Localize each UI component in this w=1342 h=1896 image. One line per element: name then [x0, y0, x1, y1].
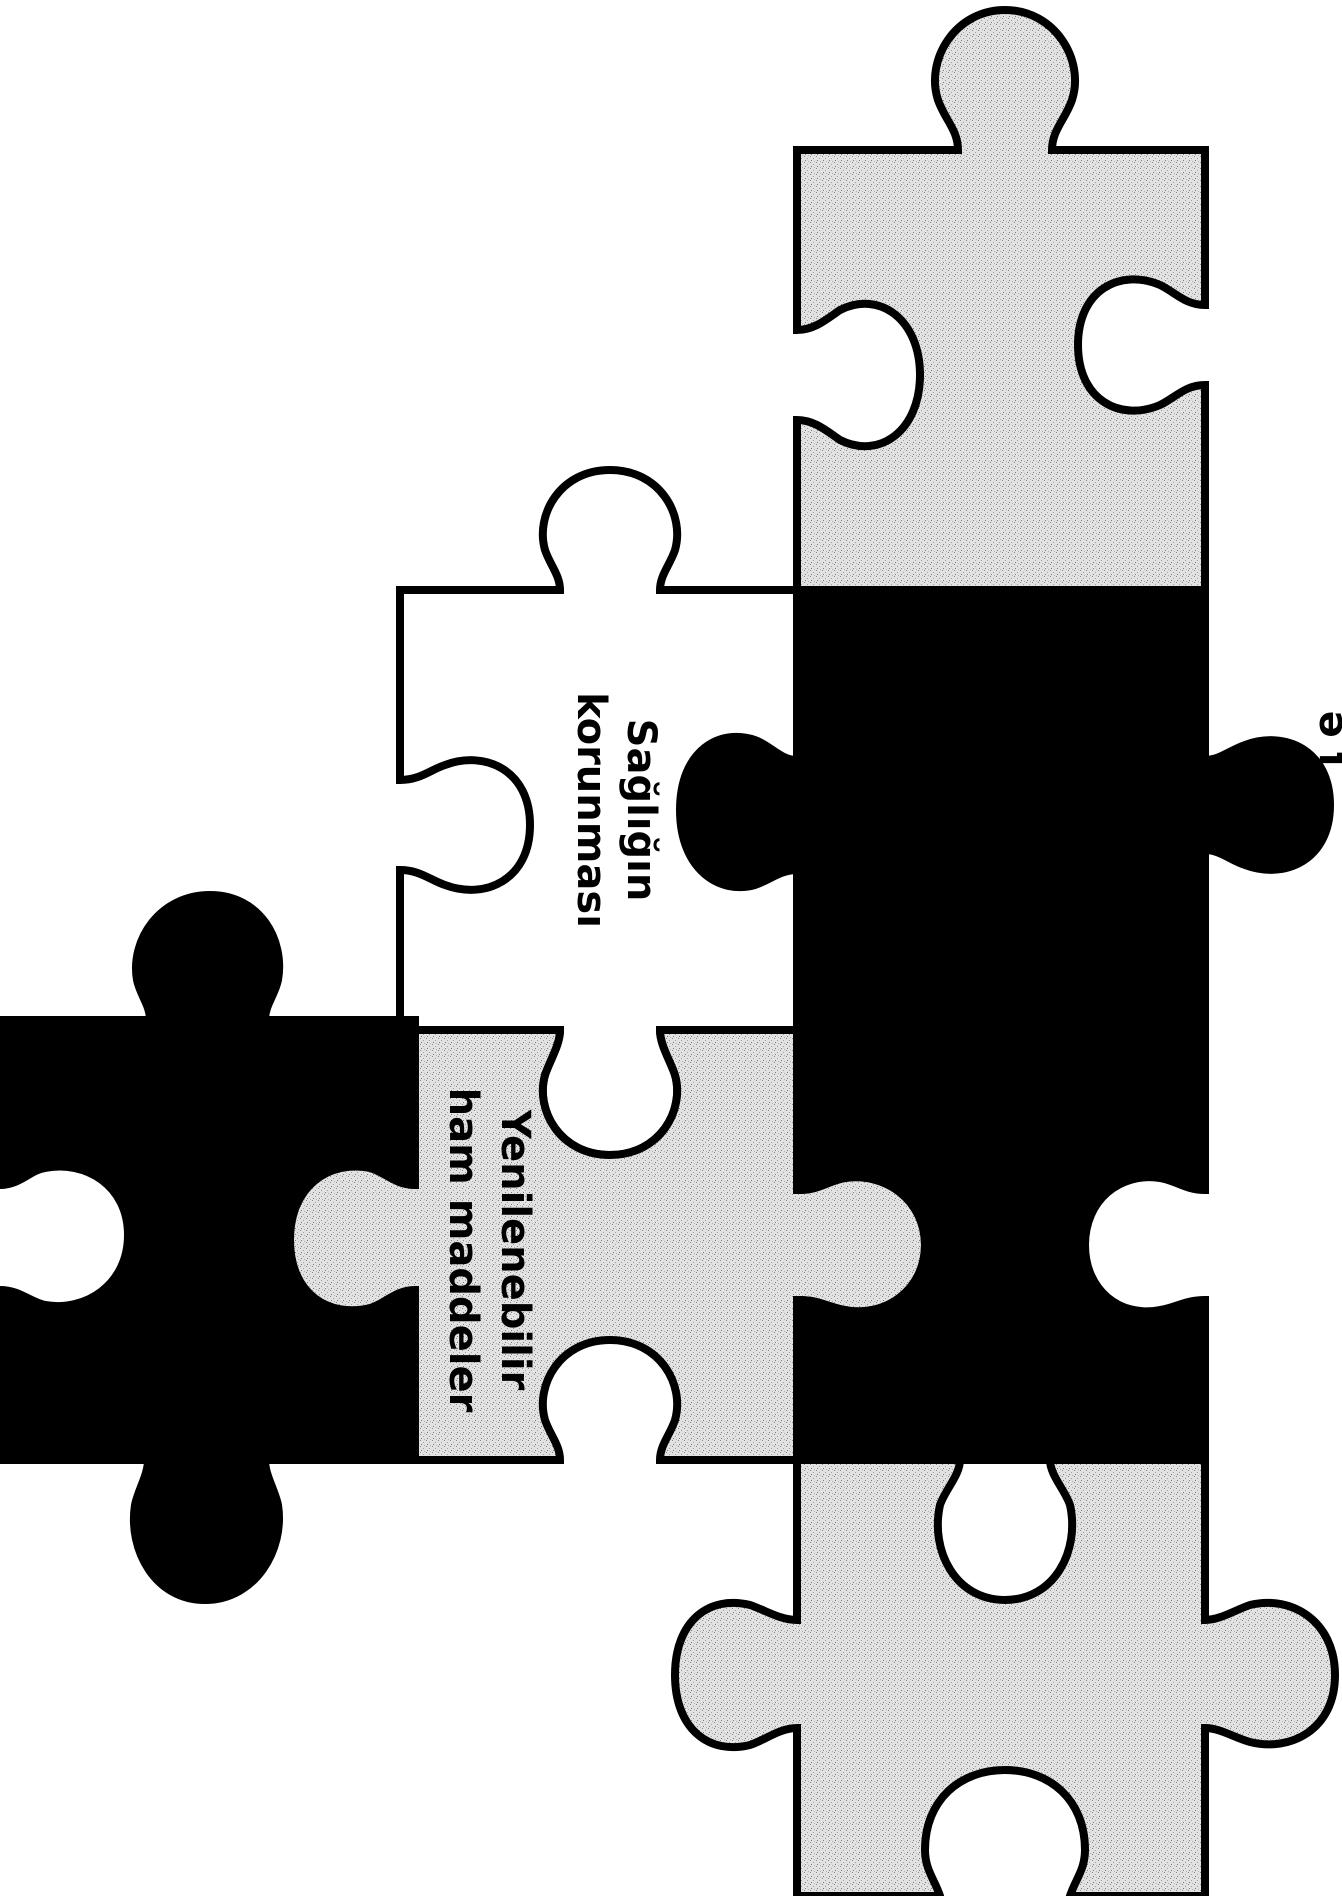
puzzle-piece-bottom-right: [675, 1460, 1335, 1896]
label-saglik-line2: korunması: [568, 692, 614, 928]
partial-edge-text: ə ſ: [1310, 711, 1342, 770]
puzzle-piece-top-right: [797, 10, 1205, 590]
label-saglik-line1: Sağlığın: [618, 719, 664, 902]
label-yenilenebilir-line1: Yenilenebilir: [492, 1109, 538, 1391]
label-yenilenebilir-line2: ham maddeler: [440, 1088, 486, 1413]
